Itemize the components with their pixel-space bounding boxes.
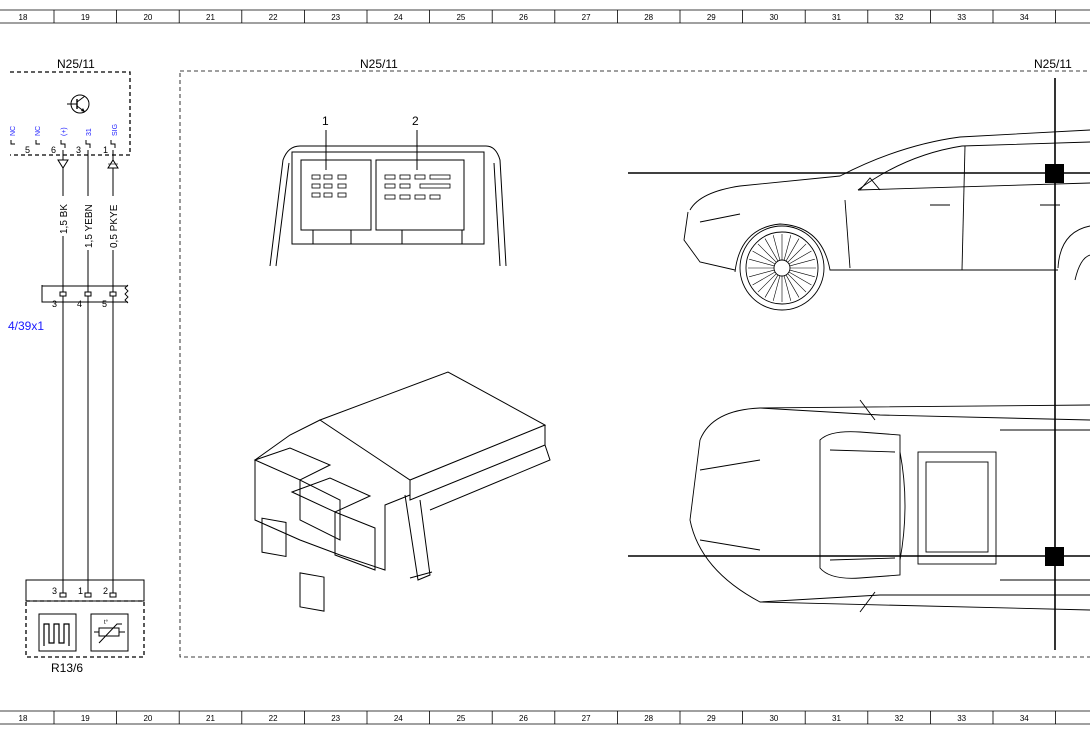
transistor-icon <box>67 94 90 114</box>
top-ruler-number-29: 29 <box>707 13 716 22</box>
resistor-pin-3: 3 <box>52 586 57 596</box>
module-detail-label: N25/11 <box>360 57 398 71</box>
bottom-ruler-number-25: 25 <box>456 714 465 723</box>
pin-number-5: 5 <box>25 145 30 155</box>
pin-signal-plus: (+) <box>61 127 68 136</box>
top-ruler: 18 19 20 21 22 23 24 25 26 27 28 29 30 31 32 33 34 <box>0 9 1090 24</box>
top-ruler-number-32: 32 <box>895 13 904 22</box>
top-ruler-number-34: 34 <box>1020 13 1029 22</box>
bottom-ruler-number-24: 24 <box>394 714 403 723</box>
top-ruler-number-27: 27 <box>582 13 591 22</box>
top-ruler-number-23: 23 <box>331 13 340 22</box>
top-ruler-number-26: 26 <box>519 13 528 22</box>
resistor-label: R13/6 <box>51 661 83 675</box>
temperature-sensor-icon: t° <box>90 613 129 652</box>
pin-signal-sig: SIG <box>112 124 119 136</box>
bottom-ruler-number-22: 22 <box>269 714 278 723</box>
resistor-pin-1: 1 <box>78 586 83 596</box>
bottom-ruler-number-26: 26 <box>519 714 528 723</box>
heater-element-icon <box>38 613 77 652</box>
bottom-ruler-number-29: 29 <box>707 714 716 723</box>
bottom-ruler-number-31: 31 <box>832 714 841 723</box>
bottom-ruler-number-23: 23 <box>331 714 340 723</box>
splice-pin-3: 3 <box>52 299 57 309</box>
svg-text:t°: t° <box>104 620 109 626</box>
wire-label-pkye: 0,5 PKYE <box>109 204 120 248</box>
splice-pin-5: 5 <box>102 299 107 309</box>
top-ruler-number-18: 18 <box>19 13 28 22</box>
wire-label-bk: 1,5 BK <box>59 204 70 234</box>
module-right-label: N25/11 <box>1034 57 1072 71</box>
bottom-ruler-number-34: 34 <box>1020 714 1029 723</box>
callout-1: 1 <box>322 114 329 128</box>
resistor-pin-2: 2 <box>103 586 108 596</box>
bottom-ruler-number-33: 33 <box>957 714 966 723</box>
splice-pin-4: 4 <box>77 299 82 309</box>
car-top-view <box>689 399 1090 613</box>
top-ruler-number-30: 30 <box>769 13 778 22</box>
bottom-ruler-number-19: 19 <box>81 714 90 723</box>
pin-number-6: 6 <box>51 145 56 155</box>
top-ruler-number-28: 28 <box>644 13 653 22</box>
bottom-ruler-number-32: 32 <box>895 714 904 723</box>
detail-panel: N25/11 N25/11 1 2 <box>179 57 1090 658</box>
top-ruler-number-19: 19 <box>81 13 90 22</box>
bottom-ruler-number-21: 21 <box>206 714 215 723</box>
connector-isometric-view <box>253 371 551 612</box>
bottom-ruler-number-30: 30 <box>769 714 778 723</box>
pin-number-1: 1 <box>103 145 108 155</box>
top-ruler-number-21: 21 <box>206 13 215 22</box>
connector-front-view <box>269 130 507 267</box>
callout-2: 2 <box>412 114 419 128</box>
wire-label-yebn: 1,5 YEBN <box>84 204 95 248</box>
ground-triangle-icon <box>57 159 69 169</box>
top-ruler-number-31: 31 <box>832 13 841 22</box>
module-left-label: N25/11 <box>57 57 95 71</box>
bottom-ruler-number-18: 18 <box>19 714 28 723</box>
bottom-ruler-number-28: 28 <box>644 714 653 723</box>
pin-number-3: 3 <box>76 145 81 155</box>
module-n25-11-left: N25/11 NC NC (+) 31 SIG 5 6 3 1 <box>10 57 131 169</box>
top-ruler-number-25: 25 <box>456 13 465 22</box>
resistor-r13-6: 3 1 2 t° R13/6 <box>25 579 145 675</box>
top-ruler-number-24: 24 <box>394 13 403 22</box>
car-side-view <box>683 129 1090 311</box>
pin-signal-nc-1: NC <box>10 126 17 136</box>
connector-splice: 3 4 5 4/39x1 <box>8 284 129 333</box>
bottom-ruler-number-27: 27 <box>582 714 591 723</box>
connector-ref-label: 4/39x1 <box>8 319 44 333</box>
top-ruler-number-20: 20 <box>143 13 152 22</box>
bottom-ruler-number-20: 20 <box>143 714 152 723</box>
pin-signal-nc-2: NC <box>35 126 42 136</box>
top-ruler-number-22: 22 <box>269 13 278 22</box>
pin-signal-31: 31 <box>86 128 93 136</box>
bottom-ruler: 18 19 20 21 22 23 24 25 26 27 28 29 30 31 32 33 34 <box>0 710 1090 725</box>
top-ruler-number-33: 33 <box>957 13 966 22</box>
